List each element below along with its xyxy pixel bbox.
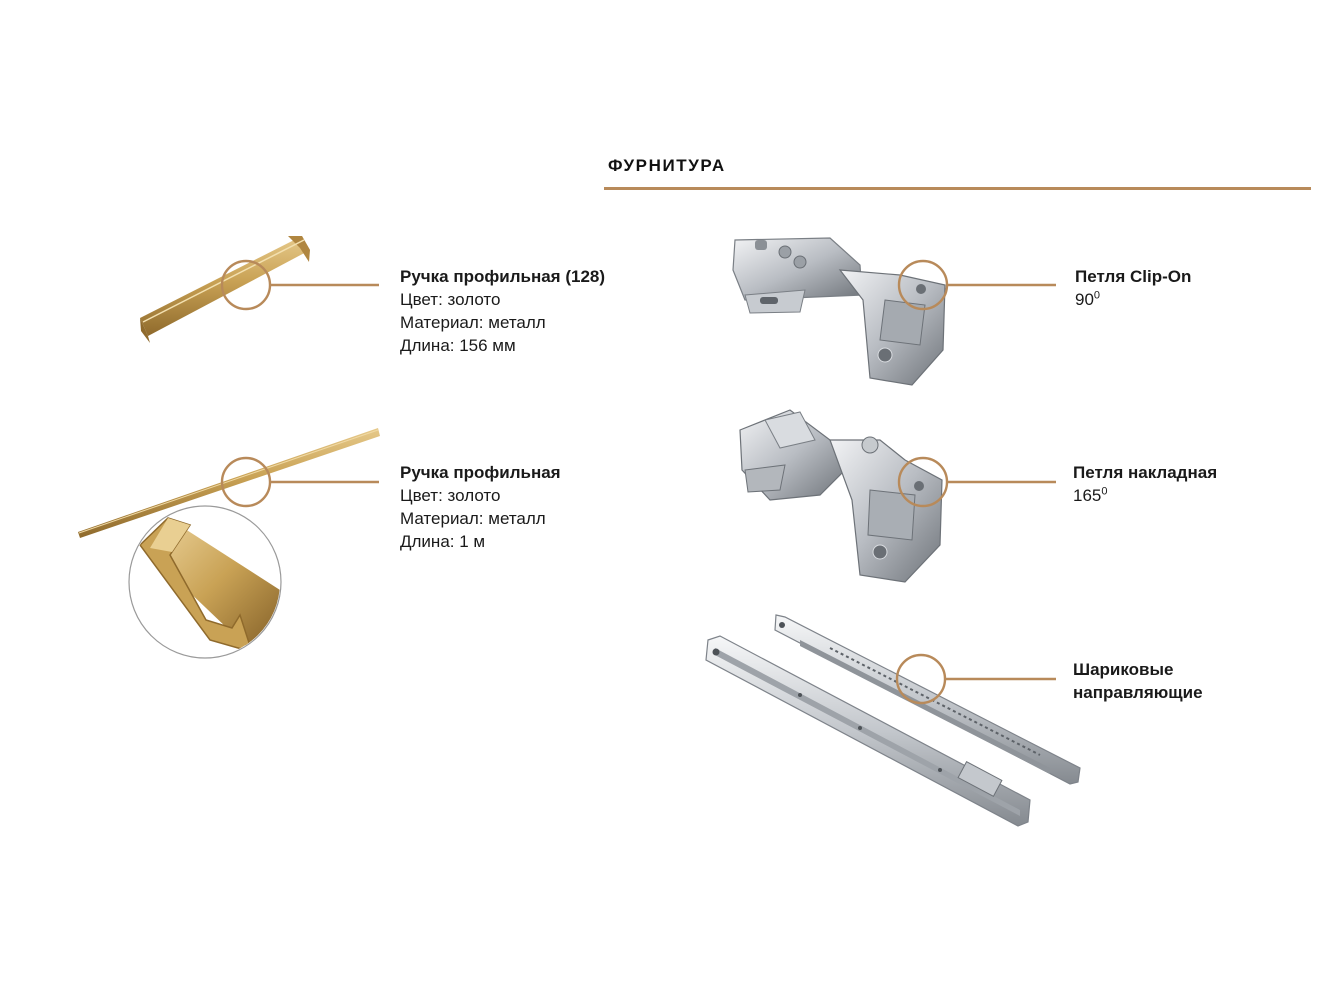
product-card-ball-slides: Шариковые направляющие xyxy=(1073,658,1203,704)
gold-profile-handle-1m-image xyxy=(78,428,380,538)
product-card-handle-128: Ручка профильная (128) Цвет: золото Мате… xyxy=(400,265,605,357)
product-angle: 900 xyxy=(1075,288,1191,311)
section-title: ФУРНИТУРА xyxy=(608,156,726,175)
product-angle: 1650 xyxy=(1073,484,1217,507)
degree-sign: 0 xyxy=(1101,485,1108,498)
product-name-line2: направляющие xyxy=(1073,683,1203,702)
product-name: Ручка профильная (128) xyxy=(400,267,606,286)
product-color: Цвет: золото xyxy=(400,486,501,505)
product-name-line1: Шариковые xyxy=(1073,660,1174,679)
product-material: Материал: металл xyxy=(400,313,546,332)
product-color: Цвет: золото xyxy=(400,290,501,309)
gold-profile-handle-128-image xyxy=(140,236,310,343)
product-card-overlay-hinge: Петля накладная 1650 xyxy=(1073,461,1217,507)
section-divider xyxy=(604,187,1311,190)
product-card-clip-on-hinge: Петля Clip-On 900 xyxy=(1075,265,1191,311)
product-length: Длина: 1 м xyxy=(400,532,486,551)
product-name: Петля накладная xyxy=(1073,463,1218,482)
product-material: Материал: металл xyxy=(400,509,546,528)
product-name: Ручка профильная xyxy=(400,463,561,482)
angle-value: 165 xyxy=(1073,486,1102,505)
overlay-hinge-image xyxy=(739,409,943,583)
handle-profile-zoom-circle xyxy=(128,505,282,659)
angle-value: 90 xyxy=(1075,290,1094,309)
product-length: Длина: 156 мм xyxy=(400,336,516,355)
degree-sign: 0 xyxy=(1093,289,1101,302)
ball-bearing-slides-image xyxy=(705,614,1081,827)
product-card-handle-1m: Ручка профильная Цвет: золото Материал: … xyxy=(400,461,561,553)
clip-on-hinge-image xyxy=(732,237,946,386)
product-name: Петля Clip-On xyxy=(1075,267,1192,286)
